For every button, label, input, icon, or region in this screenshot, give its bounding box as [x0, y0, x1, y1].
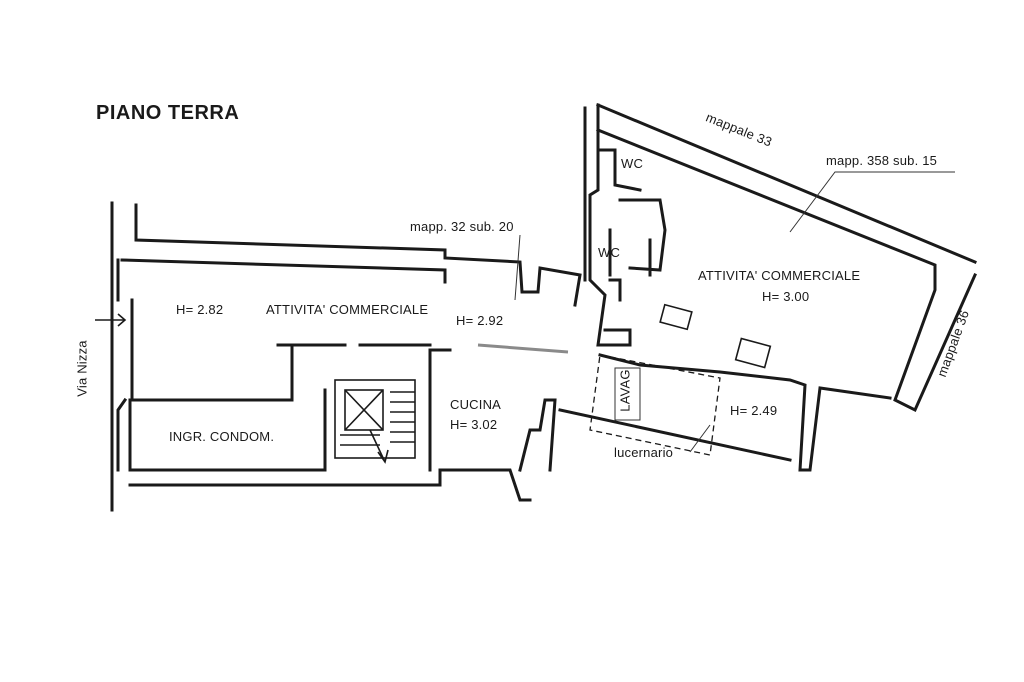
stair-treads	[340, 391, 415, 446]
lavag-box	[614, 367, 641, 421]
right-shop-height: H= 3.00	[762, 289, 810, 304]
stair-block	[334, 379, 416, 459]
mapp-358-label: mapp. 358 sub. 15	[826, 153, 938, 168]
outer-wall-top-right	[596, 103, 977, 413]
kitchen-height: H= 3.02	[450, 417, 498, 432]
wall-entrance-bottom	[128, 468, 532, 502]
outer-wall-top-left	[110, 201, 582, 512]
fixture-block-2	[734, 337, 772, 369]
wc-partitions	[596, 148, 667, 277]
entrance-arrow	[95, 313, 127, 327]
wall-lower-right	[558, 408, 792, 462]
skylight-label: lucernario	[614, 445, 674, 460]
left-shop-height-1: H= 2.82	[176, 302, 224, 317]
wall-middle-junction	[583, 103, 632, 347]
skylight-outline	[589, 354, 721, 456]
stair-arrow	[369, 429, 389, 464]
inner-wall-top-left	[116, 258, 447, 472]
skylight-height: H= 2.49	[730, 403, 778, 418]
entrance-label: INGR. CONDOM.	[169, 429, 275, 444]
plan-title: PIANO TERRA	[96, 102, 240, 124]
lavag-label: LAVAG	[617, 369, 633, 412]
wall-left-shop-bottom	[128, 298, 432, 472]
lift-shaft	[344, 389, 384, 431]
leader-mapp-32	[514, 234, 521, 301]
corridor-line	[477, 343, 569, 354]
leader-mapp-358	[789, 171, 955, 233]
lift-cross	[344, 389, 384, 431]
leader-lucernario	[689, 424, 711, 453]
wc-upper-label: WC	[621, 156, 644, 171]
left-shop-height-2: H= 2.92	[456, 313, 504, 328]
right-shop-label: ATTIVITA' COMMERCIALE	[698, 268, 861, 283]
street-label: Via Nizza	[74, 340, 90, 397]
left-shop-label: ATTIVITA' COMMERCIALE	[266, 302, 429, 317]
wall-kitchen	[428, 348, 557, 472]
mapp-32-label: mapp. 32 sub. 20	[410, 219, 514, 234]
wc-lower-label: WC	[598, 245, 621, 260]
fixture-block-1	[659, 303, 693, 331]
wall-right-shop-bottom	[598, 353, 892, 472]
kitchen-label: CUCINA	[450, 397, 502, 412]
